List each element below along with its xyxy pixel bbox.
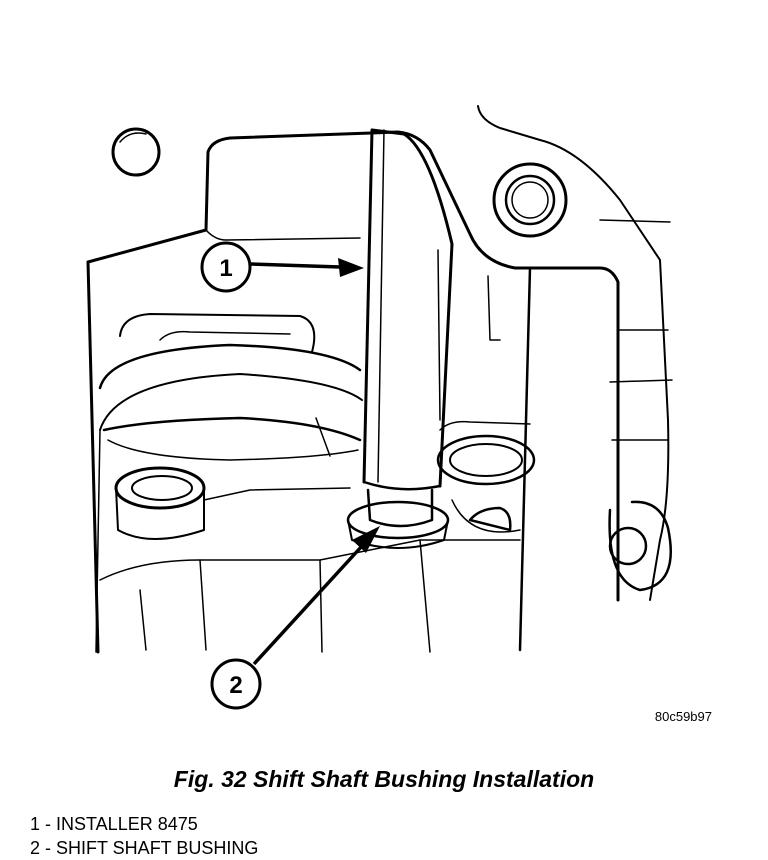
left-lower-boss — [114, 466, 206, 540]
figure-caption: Fig. 32 Shift Shaft Bushing Installation — [173, 766, 595, 792]
legend-item-1: 1 - INSTALLER 8475 — [30, 814, 198, 834]
callout-2-number: 2 — [229, 672, 242, 699]
legend-item-2: 2 - SHIFT SHAFT BUSHING — [30, 838, 259, 858]
top-left-boss — [111, 127, 161, 177]
right-ear-hole — [608, 526, 648, 566]
installer-tool — [362, 128, 454, 528]
callout-1-number: 1 — [219, 255, 232, 282]
upper-right-bore — [492, 162, 568, 238]
right-small-bore — [436, 434, 536, 486]
legend: 1 - INSTALLER 8475 2 - SHIFT SHAFT BUSHI… — [30, 812, 258, 860]
callout-2: 2 — [210, 526, 380, 710]
bushing-installation-illustration: 1 2 — [86, 105, 673, 710]
housing-outline — [86, 130, 620, 602]
callout-1: 1 — [200, 241, 364, 293]
large-bore — [98, 343, 363, 461]
figure-code: 80c59b97 — [654, 709, 712, 724]
